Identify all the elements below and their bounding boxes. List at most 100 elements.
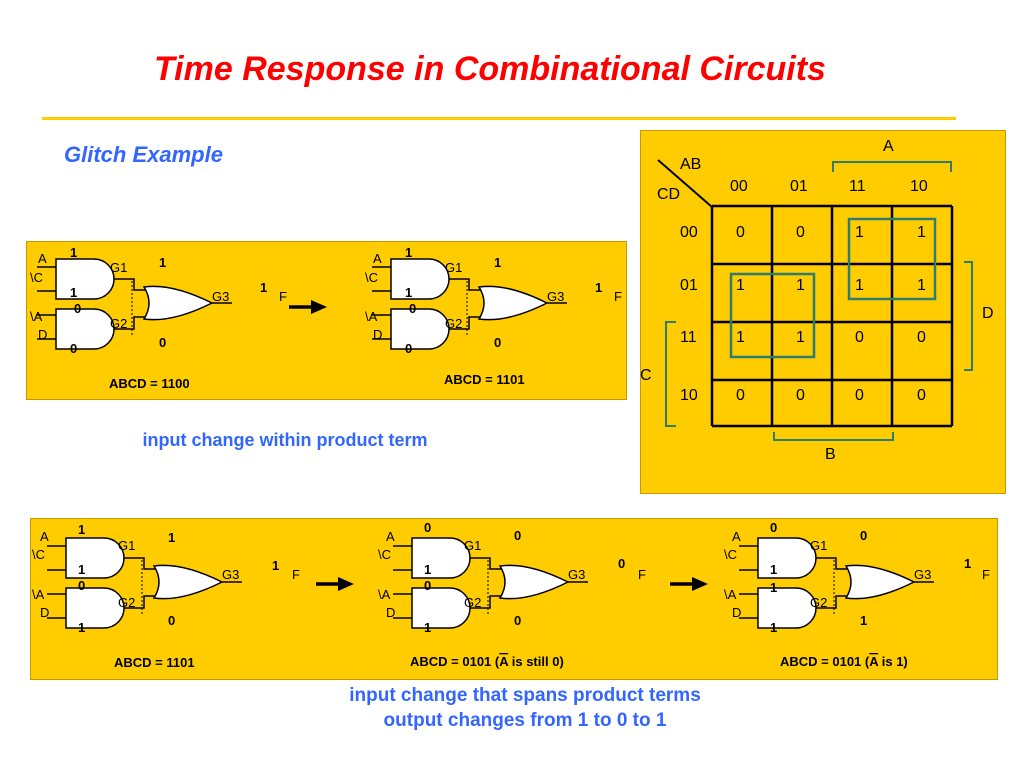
input-label-d: D [732, 605, 741, 620]
kmap-var-d: D [982, 305, 994, 322]
top-circuit-2: A \C \A D 1 1 0 0 G1 G2 G3 1 0 1 F ABCD … [365, 245, 622, 387]
value-g2: 1 [860, 613, 867, 628]
output-label-f: F [614, 289, 622, 304]
value-d: 1 [770, 620, 777, 635]
value-a: 1 [405, 245, 412, 260]
input-label-a: A [732, 529, 741, 544]
value-g2: 0 [494, 335, 501, 350]
value-g1: 0 [514, 528, 521, 543]
kmap-panel [640, 130, 1006, 494]
input-label-d: D [38, 327, 47, 342]
kmap-cell: 1 [736, 329, 745, 346]
value-na: 1 [770, 580, 777, 595]
value-d: 0 [70, 341, 77, 356]
gate-label-g1: G1 [110, 260, 127, 275]
abcd-caption: ABCD = 0101 (A is still 0) [410, 654, 564, 669]
input-label-a: A [38, 251, 47, 266]
page-title: Time Response in Combinational Circuits [154, 50, 826, 88]
output-label-f: F [292, 567, 300, 582]
kmap-var-c: C [640, 367, 652, 384]
kmap-cell: 1 [796, 329, 805, 346]
gate-label-g1: G1 [118, 538, 135, 553]
kmap-cell: 0 [855, 387, 864, 404]
value-a: 1 [78, 522, 85, 537]
input-label-d: D [40, 605, 49, 620]
kmap-cell: 0 [855, 329, 864, 346]
value-d: 1 [424, 620, 431, 635]
input-label-a: A [40, 529, 49, 544]
bottom-circuit-3: A \C \A D 0 1 1 1 G1 G2 G3 0 1 1 F ABCD … [724, 520, 990, 669]
gate-label-g2: G2 [445, 316, 462, 331]
value-g1: 1 [159, 255, 166, 270]
kmap-cell: 0 [736, 387, 745, 404]
top-circuit-1: A \C \A D 1 1 0 0 G1 G2 G3 1 0 1 F ABCD … [30, 245, 287, 391]
kmap-col-header: 10 [910, 178, 928, 195]
value-na: 0 [74, 301, 81, 316]
abcd-caption: ABCD = 1101 [114, 655, 195, 670]
input-label-a: A [386, 529, 395, 544]
arrow-icon [287, 298, 329, 316]
subtitle: Glitch Example [64, 142, 223, 167]
value-a: 0 [770, 520, 777, 535]
gate-label-g1: G1 [464, 538, 481, 553]
kmap-cell: 1 [917, 224, 926, 241]
value-nc: 1 [405, 285, 412, 300]
kmap-group-ab [847, 217, 937, 301]
gate-label-g1: G1 [810, 538, 827, 553]
title-rule [42, 117, 956, 120]
value-f: 0 [618, 556, 625, 571]
input-label-na: \A [378, 587, 391, 602]
bottom-circuit-1: A \C \A D 1 1 0 1 G1 G2 G3 1 0 1 F ABCD … [32, 522, 300, 670]
input-label-nc: \C [724, 547, 737, 562]
kmap-cell: 0 [796, 224, 805, 241]
kmap-cell: 0 [917, 329, 926, 346]
abcd-caption: ABCD = 0101 (A is 1) [780, 654, 908, 669]
kmap-cell: 1 [917, 277, 926, 294]
input-label-na: \A [30, 309, 43, 324]
bottom-circuit-2: A \C \A D 0 1 0 1 G1 G2 G3 0 0 0 F ABCD … [378, 520, 646, 669]
value-d: 0 [405, 341, 412, 356]
input-label-na: \A [724, 587, 737, 602]
kmap-var-a: A [883, 138, 894, 155]
kmap-cell: 0 [736, 224, 745, 241]
kmap-cell: 1 [855, 224, 864, 241]
gate-label-g2: G2 [110, 316, 127, 331]
kmap-group-ncd [729, 272, 816, 359]
value-g2: 0 [168, 613, 175, 628]
value-g2: 0 [514, 613, 521, 628]
bracket-a [832, 161, 952, 172]
arrow-icon [314, 575, 356, 593]
kmap-var-b: B [825, 446, 836, 463]
output-label-f: F [279, 289, 287, 304]
gate-label-g3: G3 [212, 289, 229, 304]
value-na: 0 [424, 578, 431, 593]
bracket-d [964, 261, 973, 371]
value-d: 1 [78, 620, 85, 635]
abcd-caption: ABCD = 1101 [444, 372, 525, 387]
value-f: 1 [260, 280, 267, 295]
value-nc: 1 [424, 562, 431, 577]
kmap-cell: 1 [736, 277, 745, 294]
input-label-nc: \C [365, 270, 378, 285]
input-label-d: D [386, 605, 395, 620]
input-label-a: A [373, 251, 382, 266]
input-label-nc: \C [378, 547, 391, 562]
value-na: 0 [78, 578, 85, 593]
gate-label-g3: G3 [914, 567, 931, 582]
value-nc: 1 [770, 562, 777, 577]
input-label-nc: \C [30, 270, 43, 285]
kmap-cell: 0 [917, 387, 926, 404]
bracket-c [665, 321, 676, 427]
kmap-row-header: 11 [680, 329, 697, 346]
input-label-nc: \C [32, 547, 45, 562]
kmap-cell: 0 [796, 387, 805, 404]
value-a: 0 [424, 520, 431, 535]
top-circuit-panel [26, 241, 627, 400]
output-label-f: F [982, 567, 990, 582]
caption-bottom-2: output changes from 1 to 0 to 1 [383, 710, 667, 731]
value-f: 1 [964, 556, 971, 571]
gate-label-g3: G3 [568, 567, 585, 582]
input-label-d: D [373, 327, 382, 342]
gate-label-g3: G3 [222, 567, 239, 582]
